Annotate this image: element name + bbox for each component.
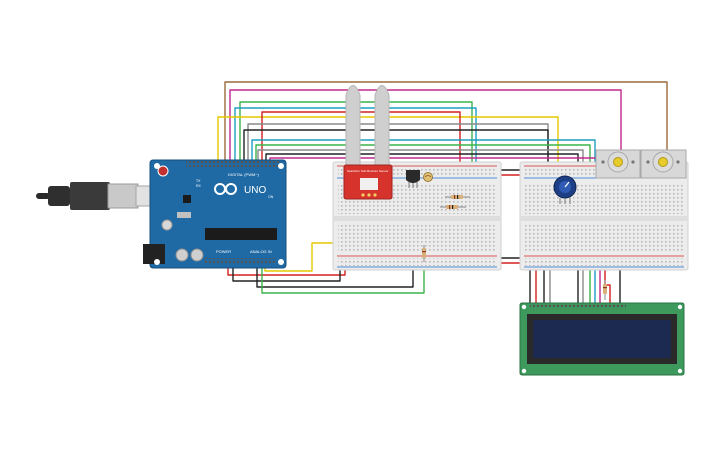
dc-motor-1[interactable] [595,149,641,179]
lcd-display[interactable] [519,302,685,376]
lcd-pin-header [530,304,626,309]
tx-label: TX [196,179,201,183]
sensor-label: SparkFun Soil Moisture Sensor [347,169,389,173]
on-label: ON [268,195,274,199]
power-header-label: POWER [216,249,231,254]
arduino-board[interactable]: UNO DIGITAL (PWM~) POWER ANALOG IN TX RX… [143,159,287,269]
arduino-logo-text: UNO [244,185,266,196]
soil-moisture-sensor[interactable]: SparkFun Soil Moisture Sensor [343,85,393,200]
wire-red-lcd-3[interactable] [604,262,611,305]
wire-red-top[interactable] [261,111,461,186]
analog-header-label: ANALOG IN [250,249,272,254]
potentiometer[interactable] [553,175,577,204]
wire-green-bottom[interactable] [261,262,425,294]
dc-motor-2[interactable] [640,149,687,179]
wire-black-mid[interactable] [256,262,414,288]
rx-label: RX [196,184,202,188]
resistor-3[interactable] [422,245,426,262]
wire-brown[interactable] [224,81,668,160]
reset-button[interactable] [157,165,169,177]
temperature-sensor[interactable] [406,170,420,188]
digital-header-label: DIGITAL (PWM~) [228,172,260,177]
resistor-1[interactable] [445,195,470,199]
usb-cable [36,182,153,210]
photoresistor[interactable] [423,172,433,182]
wire-black-bottom[interactable] [232,262,341,282]
wire-magenta[interactable] [229,89,622,160]
resistor-lcd[interactable] [603,280,607,300]
arduino-logo-icon [214,183,237,195]
resistor-2[interactable] [440,205,466,209]
